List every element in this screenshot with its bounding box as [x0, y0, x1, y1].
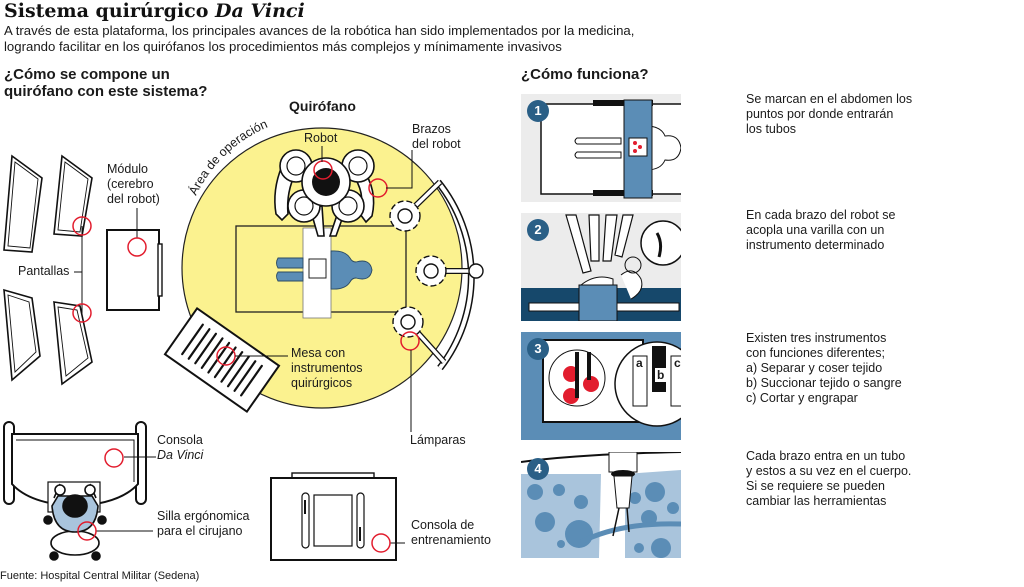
- label-line: quirúrgicos: [291, 376, 353, 390]
- label-line: Silla ergónomica: [157, 509, 250, 523]
- step-line: cambiar las herramientas: [746, 494, 887, 508]
- module-box: [106, 229, 160, 311]
- lamp-marker: [400, 331, 420, 351]
- patient-figure: [276, 250, 373, 290]
- step-line: y estos a su vez en el cuerpo.: [746, 464, 912, 478]
- heading-line: ¿Cómo se compone un: [4, 66, 170, 83]
- training-marker: [371, 533, 391, 553]
- arms-label: Brazos del robot: [412, 122, 461, 152]
- instrument-table: [163, 306, 281, 414]
- step-line: Existen tres instrumentos: [746, 331, 887, 345]
- label-line: para el cirujano: [157, 524, 243, 538]
- step-line: puntos por donde entrarán: [746, 107, 894, 121]
- tool-letter-c: c: [674, 356, 681, 370]
- step-2-illustration: [521, 214, 681, 321]
- label-line: del robot: [412, 137, 461, 151]
- step-2-text: En cada brazo del robot se acopla una va…: [746, 208, 946, 253]
- label-line: del robot): [107, 192, 160, 206]
- console-marker: [104, 448, 124, 468]
- tool-letter-b: b: [655, 368, 667, 382]
- step-1-panel: 1: [521, 94, 681, 202]
- step-2-panel: 2: [521, 213, 681, 321]
- step-badge: 4: [527, 458, 549, 480]
- label-line: Consola: [157, 433, 203, 447]
- chair-label: Silla ergónomica para el cirujano: [157, 509, 249, 539]
- label-line: Módulo: [107, 162, 148, 176]
- step-4-text: Cada brazo entra en un tubo y estos a su…: [746, 449, 946, 509]
- label-line: Da Vinci: [157, 448, 204, 462]
- step-line: Si se requiere se pueden: [746, 479, 885, 493]
- step-line: con funciones diferentes;: [746, 346, 885, 360]
- label-line: (cerebro: [107, 177, 154, 191]
- screens: [3, 154, 93, 386]
- console-label: Consola Da Vinci: [157, 433, 203, 463]
- title-italic: Da Vinci: [215, 0, 305, 22]
- left-heading: ¿Cómo se compone un quirófano con este s…: [4, 66, 207, 100]
- label-line: Consola de: [411, 518, 475, 532]
- lamps: [389, 179, 484, 365]
- step-line: instrumento determinado: [746, 238, 885, 252]
- operating-room-diagram: Área de operación: [3, 117, 484, 561]
- robot-core: [312, 168, 340, 196]
- step-line: En cada brazo del robot se: [746, 208, 896, 222]
- source-footer: Fuente: Hospital Central Militar (Sedena…: [0, 570, 200, 582]
- label-line: Mesa con: [291, 346, 346, 360]
- tool-letter-a: a: [636, 356, 643, 370]
- label-line: instrumentos: [291, 361, 363, 375]
- table-label: Mesa con instrumentos quirúrgicos: [291, 346, 363, 391]
- step-line: c) Cortar y engrapar: [746, 391, 858, 405]
- step-line: los tubos: [746, 122, 797, 136]
- step-line: a) Separar y coser tejido: [746, 361, 883, 375]
- step-badge: 3: [527, 338, 549, 360]
- room-title: Quirófano: [289, 98, 356, 114]
- step-4-illustration: [521, 452, 681, 558]
- step-badge: 2: [527, 219, 549, 241]
- step-line: b) Succionar tejido o sangre: [746, 376, 902, 390]
- chair-marker: [77, 521, 97, 541]
- step-1-text: Se marcan en el abdomen los puntos por d…: [746, 92, 946, 137]
- drape-window: [308, 258, 327, 279]
- module-marker: [127, 237, 147, 257]
- screens-label: Pantallas: [18, 264, 70, 278]
- label-line: Brazos: [412, 122, 451, 136]
- step-line: acopla una varilla con un: [746, 223, 885, 237]
- step-1-illustration: [540, 99, 681, 199]
- screen-marker: [72, 303, 92, 323]
- training-label: Consola de entrenamiento: [411, 518, 491, 548]
- module-label: Módulo (cerebro del robot): [107, 162, 160, 207]
- step-line: Cada brazo entra en un tubo: [746, 449, 906, 463]
- page-title: Sistema quirúrgico Da Vinci: [4, 0, 305, 22]
- surgeon-chair: [43, 481, 107, 561]
- heading-line: quirófano con este sistema?: [4, 83, 208, 100]
- right-heading: ¿Cómo funciona?: [521, 66, 649, 83]
- step-3-text: Existen tres instrumentos con funciones …: [746, 331, 946, 406]
- screen-marker: [72, 216, 92, 236]
- step-4-panel: 4: [521, 452, 681, 560]
- training-console: [270, 472, 397, 561]
- step-3-panel: 3 a b c: [521, 332, 681, 440]
- intro-text: A través de esta plataforma, los princip…: [4, 23, 644, 55]
- intro-line: logrando facilitar en los quirófanos los…: [4, 39, 562, 54]
- title-text: Sistema quirúrgico: [4, 0, 216, 22]
- step-badge: 1: [527, 100, 549, 122]
- label-line: entrenamiento: [411, 533, 491, 547]
- robot-marker: [313, 160, 333, 180]
- robot-label: Robot: [304, 131, 338, 145]
- lamps-label: Lámparas: [410, 433, 466, 447]
- step-line: Se marcan en el abdomen los: [746, 92, 913, 106]
- intro-line: A través de esta plataforma, los princip…: [4, 23, 635, 38]
